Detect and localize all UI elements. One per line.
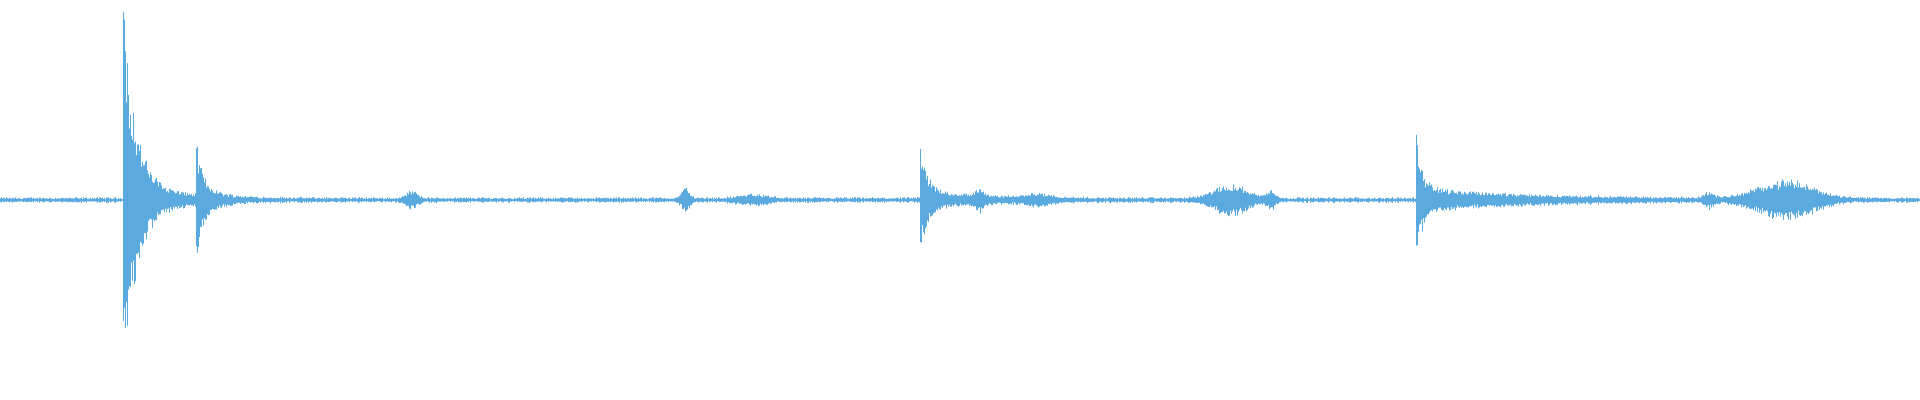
waveform-trace [0, 11, 1920, 328]
